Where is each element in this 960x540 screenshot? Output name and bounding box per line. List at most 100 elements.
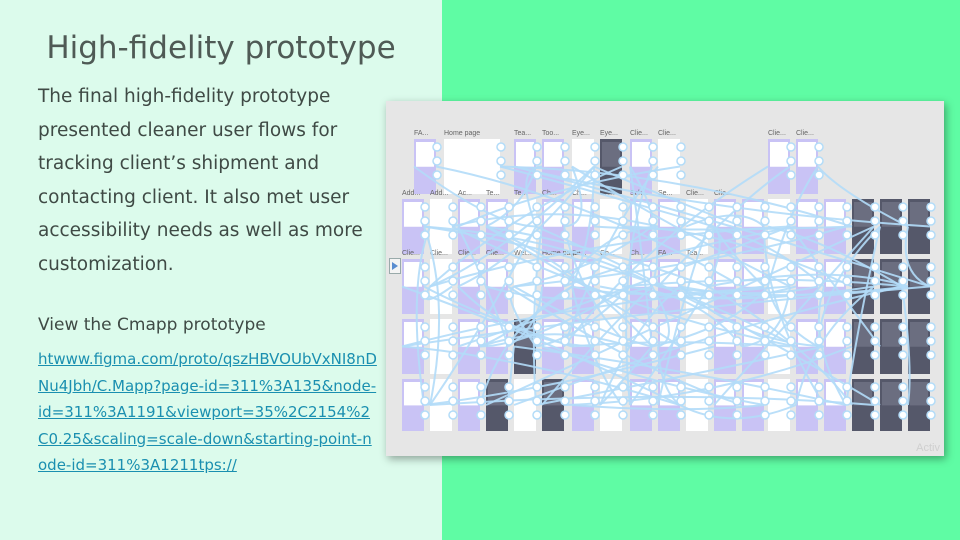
flow-hotspot — [786, 290, 796, 300]
flow-hotspot — [504, 382, 514, 392]
flow-hotspot — [926, 290, 936, 300]
flow-hotspot — [532, 170, 542, 180]
flow-hotspot — [870, 350, 880, 360]
flow-hotspot — [842, 230, 852, 240]
flow-hotspot — [704, 276, 714, 286]
flow-hotspot — [732, 382, 742, 392]
flow-hotspot — [676, 396, 686, 406]
flow-connector — [451, 225, 797, 348]
flow-hotspot — [448, 322, 458, 332]
flow-hotspot — [786, 156, 796, 166]
flow-hotspot — [842, 336, 852, 346]
flow-hotspot — [926, 216, 936, 226]
flow-hotspot — [648, 410, 658, 420]
flow-connector — [599, 285, 875, 300]
prototype-frame-label: Too... — [542, 130, 559, 137]
flow-hotspot — [532, 350, 542, 360]
flow-hotspot — [732, 322, 742, 332]
flow-hotspot — [760, 290, 770, 300]
flow-hotspot — [618, 156, 628, 166]
flow-connector — [679, 285, 909, 297]
flow-hotspot — [704, 410, 714, 420]
flow-hotspot — [560, 156, 570, 166]
flow-hotspot — [590, 202, 600, 212]
flow-hotspot — [496, 170, 506, 180]
flow-hotspot — [814, 230, 824, 240]
flow-hotspot — [732, 350, 742, 360]
flow-hotspot — [870, 276, 880, 286]
flow-hotspot — [814, 262, 824, 272]
flow-hotspot — [870, 290, 880, 300]
flow-hotspot — [648, 202, 658, 212]
flow-hotspot — [648, 216, 658, 226]
flow-hotspot — [504, 230, 514, 240]
slide-body-text: The final high-fidelity prototype presen… — [38, 86, 363, 275]
prototype-frame-label: Clie... — [630, 130, 648, 137]
flow-hotspot — [420, 322, 430, 332]
flow-hotspot — [590, 262, 600, 272]
flow-hotspot — [560, 230, 570, 240]
flow-hotspot — [448, 262, 458, 272]
flow-hotspot — [704, 350, 714, 360]
flow-hotspot — [560, 410, 570, 420]
flow-hotspot — [648, 170, 658, 180]
prototype-frame-label: Clie... — [796, 130, 814, 137]
flow-hotspot — [926, 382, 936, 392]
flow-connector — [507, 346, 515, 406]
flow-hotspot — [504, 276, 514, 286]
flow-hotspot — [732, 290, 742, 300]
flow-hotspot — [732, 396, 742, 406]
flow-hotspot — [420, 396, 430, 406]
flow-connector — [499, 165, 853, 228]
flow-hotspot — [476, 216, 486, 226]
prototype-frame: Home page — [444, 130, 500, 194]
flow-hotspot — [618, 230, 628, 240]
flow-hotspot — [420, 230, 430, 240]
flow-hotspot — [560, 350, 570, 360]
flow-hotspot — [648, 262, 658, 272]
figma-prototype-link[interactable]: htwww.figma.com/proto/qszHBVOUbVxNI8nDNu… — [38, 350, 377, 474]
prototype-frame: FA... — [414, 130, 436, 194]
flow-hotspot — [448, 350, 458, 360]
prototype-frame-label: Clie... — [686, 190, 704, 197]
flow-hotspot — [648, 230, 658, 240]
flow-hotspot — [676, 322, 686, 332]
prototype-frame — [402, 379, 424, 431]
flow-hotspot — [648, 396, 658, 406]
flow-hotspot — [648, 142, 658, 152]
flow-connector — [435, 165, 743, 288]
prototype-frame-label: Clie... — [486, 250, 504, 257]
flow-hotspot — [704, 202, 714, 212]
flow-hotspot — [476, 276, 486, 286]
flow-hotspot — [898, 216, 908, 226]
flow-hotspot — [532, 410, 542, 420]
flow-connector — [571, 404, 765, 411]
flow-hotspot — [732, 262, 742, 272]
flow-hotspot — [732, 336, 742, 346]
flow-connector — [513, 345, 847, 406]
flow-hotspot — [842, 202, 852, 212]
prototype-frame: Clie... — [796, 130, 818, 194]
flow-hotspot — [532, 382, 542, 392]
flow-hotspot — [618, 262, 628, 272]
play-icon[interactable] — [389, 258, 401, 274]
flow-hotspot — [898, 262, 908, 272]
flow-hotspot — [618, 290, 628, 300]
flow-hotspot — [448, 216, 458, 226]
flow-hotspot — [760, 396, 770, 406]
flow-connector — [685, 214, 765, 228]
flow-hotspot — [476, 336, 486, 346]
prototype-frame-label: Clie... — [768, 130, 786, 137]
flow-hotspot — [432, 142, 442, 152]
flow-hotspot — [532, 276, 542, 286]
flow-connector — [457, 285, 595, 348]
flow-hotspot — [814, 202, 824, 212]
flow-hotspot — [926, 336, 936, 346]
flow-hotspot — [420, 382, 430, 392]
prototype-frame — [880, 319, 902, 374]
flow-hotspot — [448, 396, 458, 406]
flow-hotspot — [590, 170, 600, 180]
flow-hotspot — [476, 230, 486, 240]
flow-hotspot — [590, 290, 600, 300]
